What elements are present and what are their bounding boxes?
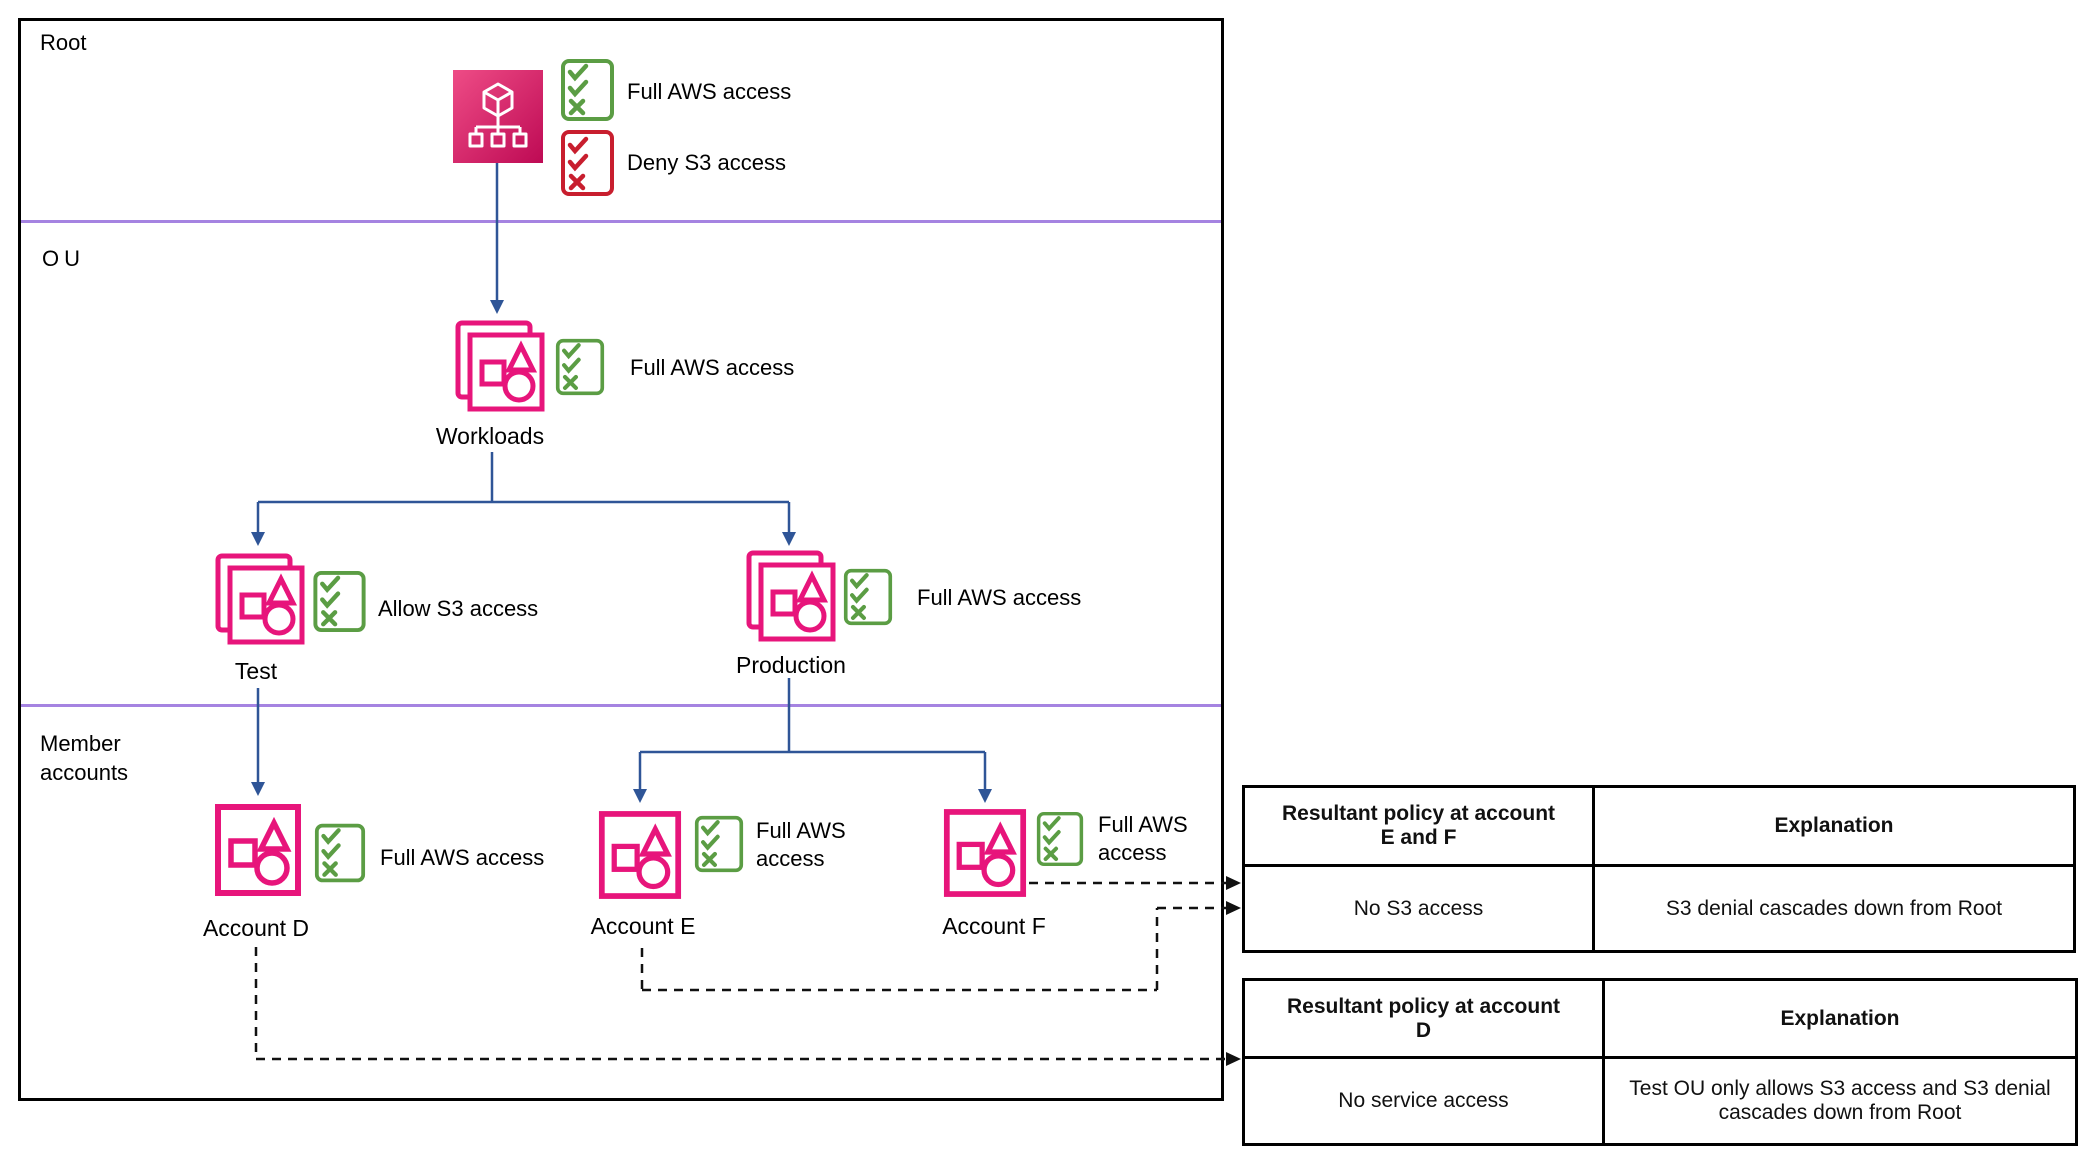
production-policy-label: Full AWS access <box>917 585 1082 610</box>
ou-icon-workloads <box>455 320 545 412</box>
table-ef-header-policy: Resultant policy at account E and F <box>1245 788 1595 867</box>
account-f-label: Account F <box>942 913 1046 939</box>
account-d-policy-label: Full AWS access <box>380 845 545 870</box>
resultant-policy-table-d: Resultant policy at account D Explanatio… <box>1242 978 2078 1146</box>
allow-policy-badge-icon <box>561 59 614 121</box>
section-label-member-accounts: Member accounts <box>40 731 129 785</box>
allow-policy-badge-icon <box>843 568 893 626</box>
ou-member-divider <box>21 704 1221 707</box>
organization-box <box>18 18 1224 1101</box>
table-d-header-explanation: Explanation <box>1605 981 2075 1059</box>
account-d-label: Account D <box>202 915 310 941</box>
table-d-cell-explanation: Test OU only allows S3 access and S3 den… <box>1629 1077 2051 1124</box>
workloads-label: Workloads <box>435 423 545 449</box>
account-icon-f <box>943 809 1027 897</box>
account-f-policy-label: Full AWS access <box>1098 812 1188 865</box>
table-d-header-policy: Resultant policy at account D <box>1245 981 1605 1059</box>
section-label-root: Root <box>40 30 87 55</box>
account-icon-d <box>215 804 301 896</box>
allow-policy-badge-icon <box>694 815 744 873</box>
resultant-policy-table-ef: Resultant policy at account E and F Expl… <box>1242 785 2076 953</box>
deny-policy-badge-icon <box>561 130 614 196</box>
production-label: Production <box>736 652 846 678</box>
organizations-icon <box>453 70 543 163</box>
account-icon-e <box>598 811 682 899</box>
ou-icon-test <box>215 553 305 645</box>
tree-lines <box>256 163 987 789</box>
account-e-label: Account E <box>590 913 696 939</box>
allow-policy-badge-icon <box>555 338 605 396</box>
tree-arrowheads <box>251 300 992 803</box>
root-ou-divider <box>21 220 1221 223</box>
test-label: Test <box>234 658 278 684</box>
table-ef-header-explanation: Explanation <box>1595 788 2073 867</box>
root-policy-deny-label: Deny S3 access <box>627 150 786 175</box>
test-policy-label: Allow S3 access <box>378 596 539 621</box>
allow-policy-badge-icon <box>1036 811 1084 867</box>
section-label-ou: OU <box>42 246 85 271</box>
table-ef-cell-policy: No S3 access <box>1245 867 1595 950</box>
allow-policy-badge-icon <box>314 823 366 883</box>
ou-icon-production <box>746 550 836 642</box>
table-d-cell-policy: No service access <box>1245 1059 1605 1143</box>
allow-policy-badge-icon <box>313 570 366 633</box>
dashed-arrowheads <box>1226 876 1241 1066</box>
root-policy-allow-label: Full AWS access <box>627 79 792 104</box>
dashed-connectors <box>254 881 1226 1061</box>
table-ef-cell-explanation: S3 denial cascades down from Root <box>1665 896 2003 920</box>
account-e-policy-label: Full AWS access <box>756 818 846 871</box>
workloads-policy-label: Full AWS access <box>630 355 795 380</box>
